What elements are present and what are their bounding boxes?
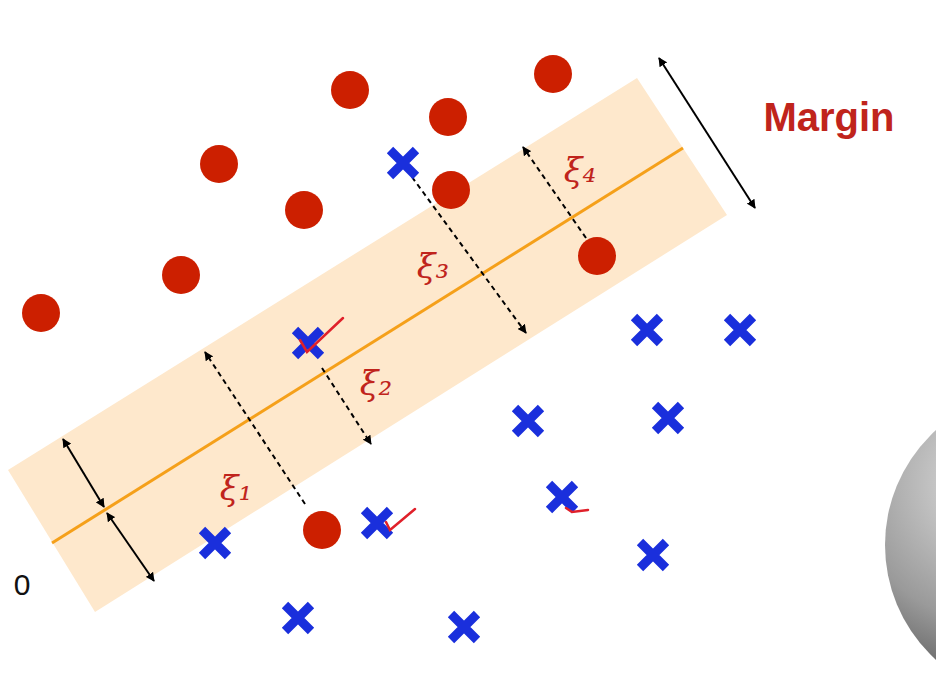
data-point bbox=[429, 98, 467, 136]
data-point bbox=[534, 55, 572, 93]
positive-points bbox=[22, 55, 616, 549]
data-point bbox=[285, 605, 311, 631]
check-mark bbox=[300, 318, 343, 352]
avatar-sphere bbox=[885, 390, 936, 683]
check-mark bbox=[566, 508, 588, 512]
slack-label: ξ₄ bbox=[564, 153, 596, 187]
half-margin-arrow bbox=[63, 439, 104, 507]
data-point bbox=[303, 511, 341, 549]
data-point bbox=[162, 256, 200, 294]
slack-arrow bbox=[412, 177, 526, 333]
slack-label: ξ₃ bbox=[417, 249, 449, 283]
data-point bbox=[655, 405, 681, 431]
margin-arrow bbox=[659, 58, 755, 208]
data-point bbox=[515, 408, 541, 434]
data-point bbox=[331, 71, 369, 109]
axis-label: 0 bbox=[14, 570, 31, 600]
data-point bbox=[727, 317, 753, 343]
slack-arrow bbox=[205, 352, 305, 504]
data-point bbox=[578, 237, 616, 275]
check-mark bbox=[386, 509, 415, 530]
slack-label: ξ₁ bbox=[220, 471, 252, 505]
data-point bbox=[634, 317, 660, 343]
data-point bbox=[549, 484, 575, 510]
data-point bbox=[22, 294, 60, 332]
data-point bbox=[432, 171, 470, 209]
margin-band bbox=[8, 78, 727, 612]
data-point bbox=[390, 150, 416, 176]
negative-points bbox=[202, 150, 753, 640]
data-point bbox=[202, 530, 228, 556]
margin-label: Margin bbox=[763, 97, 894, 137]
half-margin-arrow bbox=[107, 513, 154, 581]
data-point bbox=[451, 614, 477, 640]
decision-boundary bbox=[52, 148, 683, 543]
data-point bbox=[640, 542, 666, 568]
data-point bbox=[200, 145, 238, 183]
slack-label: ξ₂ bbox=[360, 366, 392, 400]
data-point bbox=[285, 191, 323, 229]
